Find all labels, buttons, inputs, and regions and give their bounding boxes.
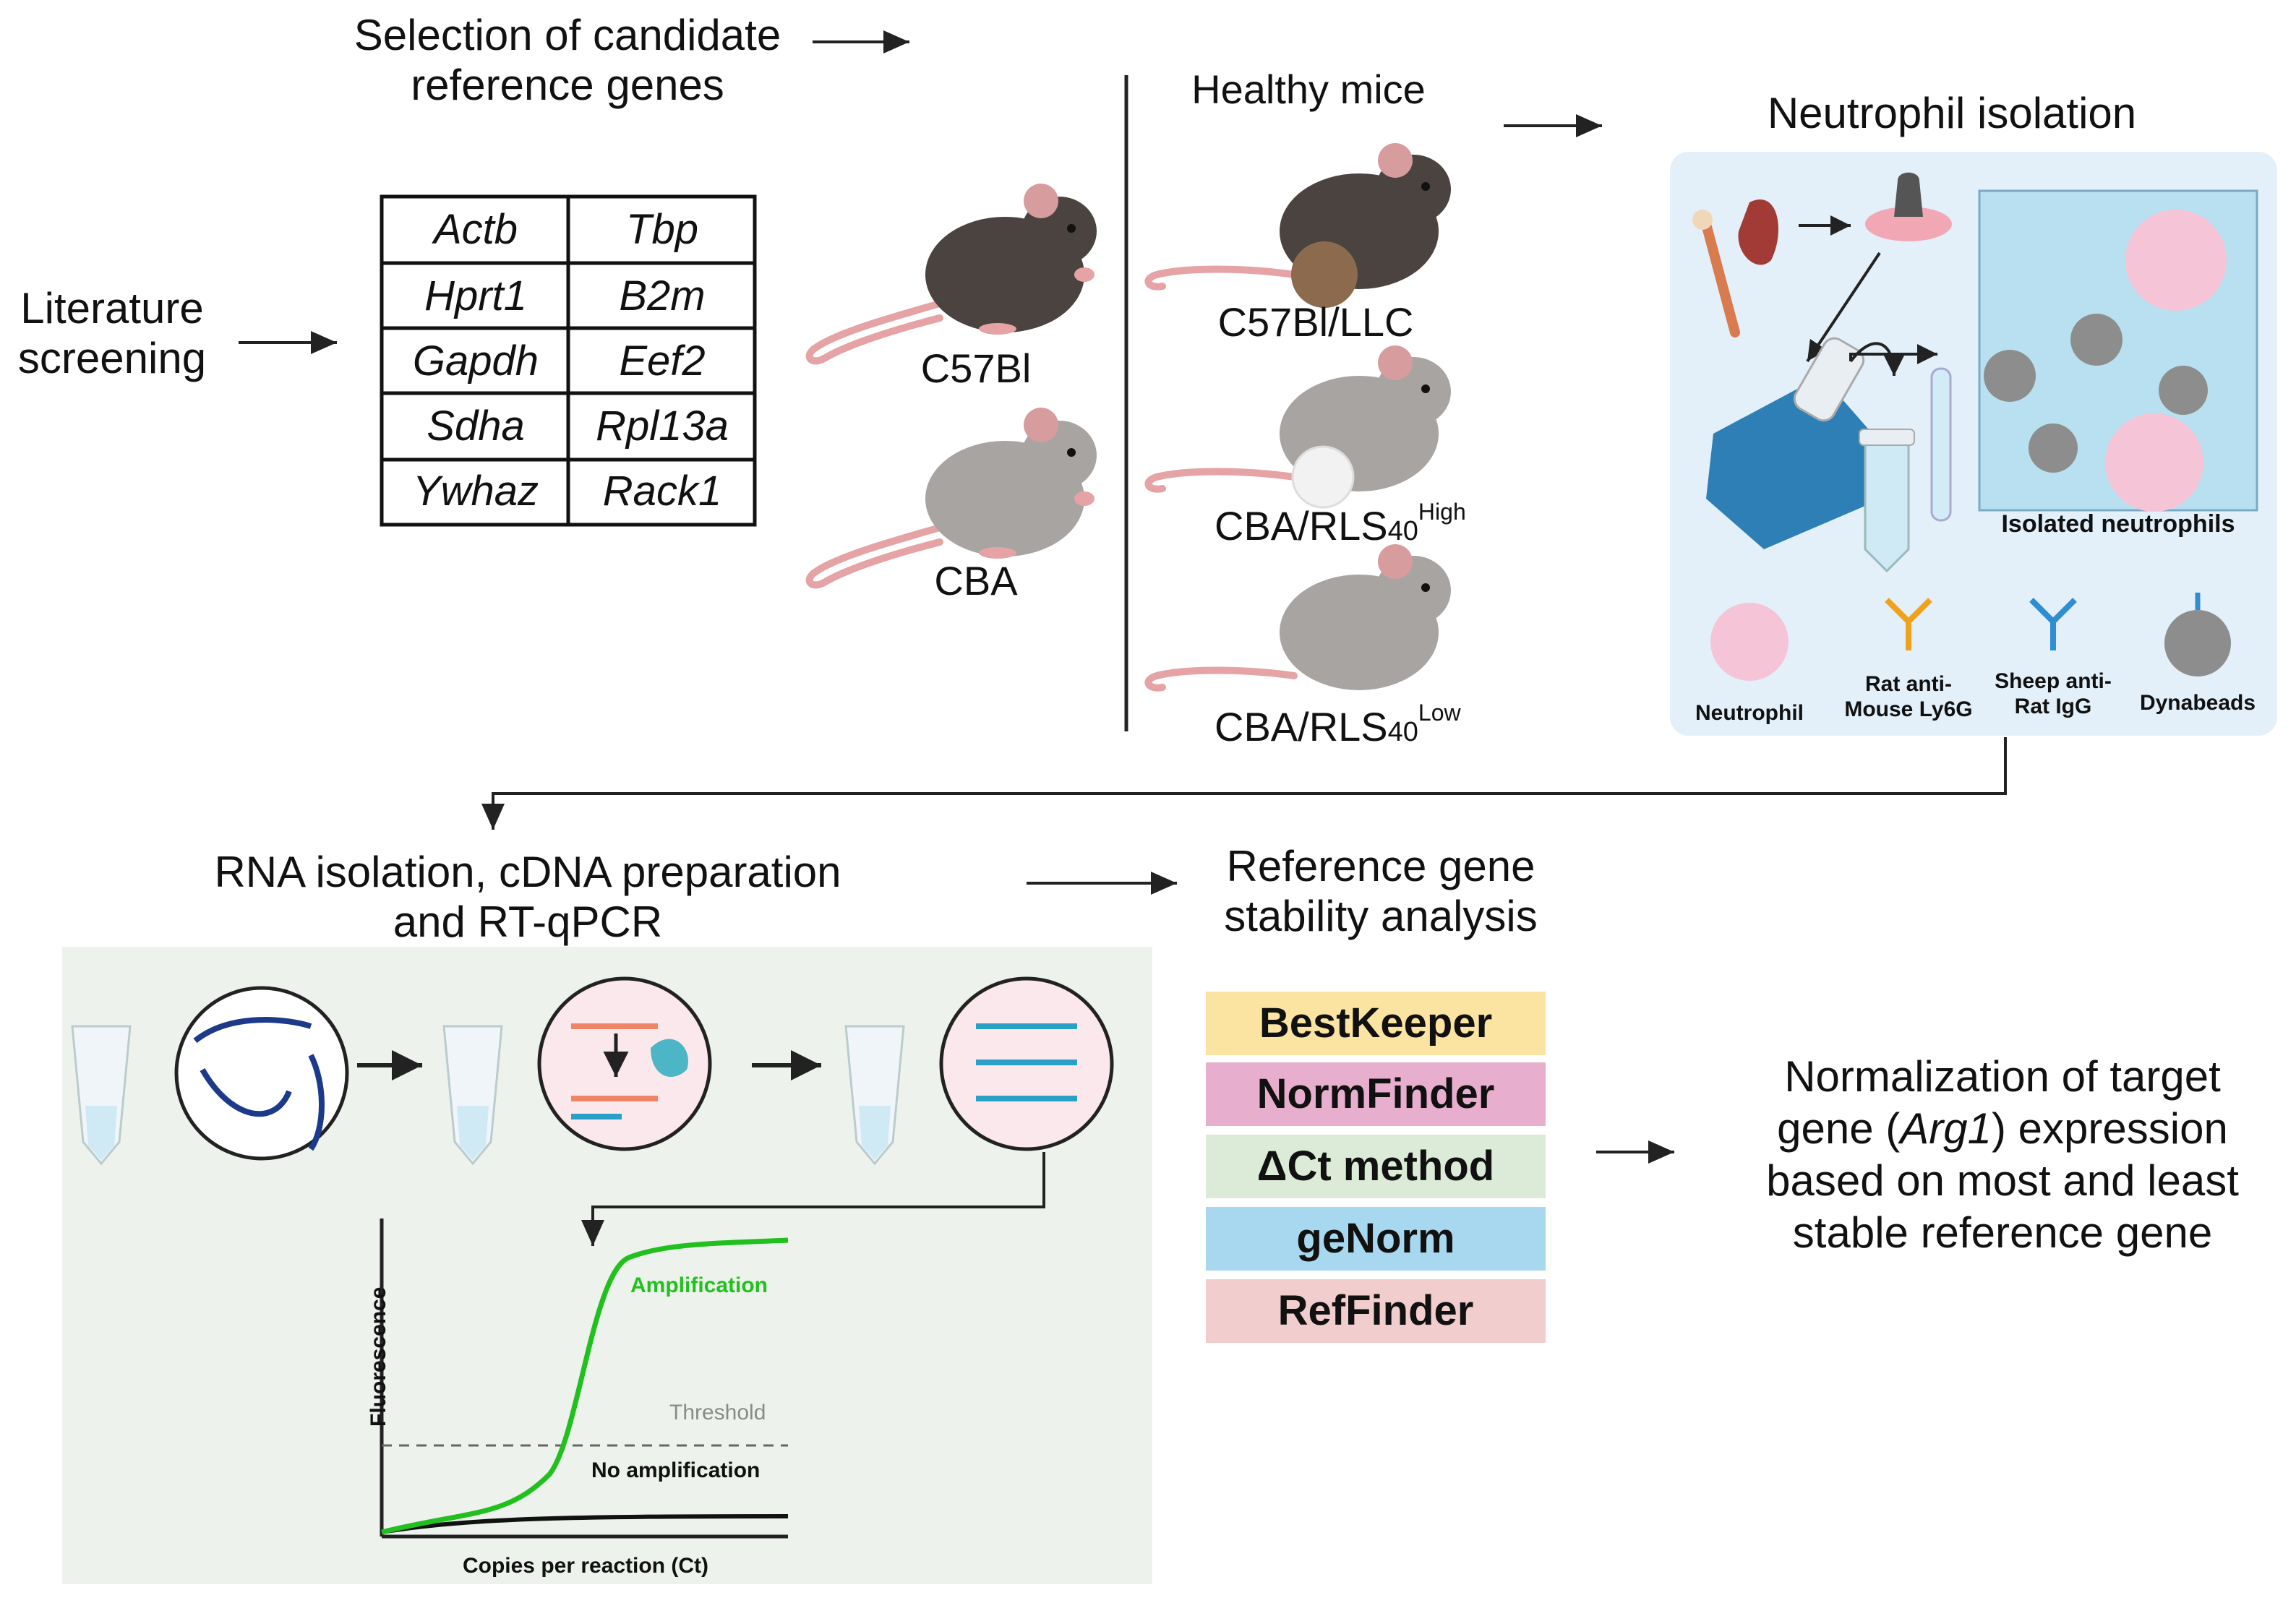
connector-arrow-rna [481, 737, 2007, 830]
tube-falcon-icon [1859, 429, 1915, 573]
normalization-text: Normalization of target gene (Arg1) expr… [1699, 1051, 2296, 1259]
normalization-line2: gene (Arg1) expression [1699, 1103, 2296, 1155]
tumor3-sub: 40 [1387, 717, 1418, 747]
tumor3-base: CBA/RLS [1215, 704, 1388, 749]
gene-cell: Rpl13a [596, 403, 729, 450]
neutrophil-legend-icon [1710, 603, 1789, 681]
stability-title-line2: stability analysis [1224, 892, 1538, 940]
gene-cell: Sdha [427, 403, 525, 450]
selection-title-line2: reference genes [411, 61, 724, 109]
literature-label: Literature screening [0, 283, 224, 383]
legend-sheep-line2: Rat IgG [2014, 694, 2092, 718]
method-reffinder: RefFinder [1206, 1279, 1546, 1343]
legend-sheep-label: Sheep anti- Rat IgG [1981, 669, 2125, 719]
gene-cell: Rack1 [602, 468, 722, 515]
stability-title: Reference gene stability analysis [1171, 841, 1590, 941]
normalization-line2-post: ) expression [1992, 1104, 2228, 1153]
gene-cell: Hprt1 [424, 272, 527, 319]
method-genorm: geNorm [1206, 1207, 1546, 1271]
tube-thin-icon [1930, 367, 1952, 522]
normalization-line4: stable reference gene [1792, 1208, 2213, 1257]
no-amplification-curve [381, 1514, 789, 1534]
legend-rat-line2: Mouse Ly6G [1844, 697, 1973, 721]
qpcr-xlabel: Copies per reaction (Ct) [462, 1554, 709, 1578]
method-bestkeeper: BestKeeper [1206, 992, 1546, 1055]
normalization-line2-pre: gene ( [1777, 1104, 1901, 1153]
amplification-label: Amplification [630, 1273, 768, 1297]
rna-tube-1-icon [71, 1025, 132, 1166]
gene-cell: Gapdh [412, 338, 539, 384]
magnet-icon [1706, 337, 1872, 549]
rna-title-line1: RNA isolation, cDNA preparation [214, 848, 841, 896]
rna-title-line2: and RT-qPCR [393, 898, 663, 946]
dynabead-legend-icon [2164, 593, 2231, 676]
stability-title-line1: Reference gene [1226, 842, 1535, 890]
normalization-line3: based on most and least [1766, 1156, 2239, 1205]
neutrophil-isolation-title: Neutrophil isolation [1767, 89, 2137, 137]
legend-rat-label: Rat anti- Mouse Ly6G [1829, 672, 1988, 722]
spleen-icon [1738, 199, 1778, 265]
legend-rat-line1: Rat anti- [1865, 672, 1952, 696]
legend-neutrophil-label: Neutrophil [1695, 701, 1804, 725]
rna-tube-3-icon [844, 1025, 905, 1166]
no-amplification-label: No amplification [591, 1458, 761, 1482]
tumor-cba-rls-high-label: CBA/RLS40High [1215, 500, 1466, 549]
legend-sheep-line1: Sheep anti- [1995, 669, 2112, 693]
amplification-curve [381, 1237, 789, 1535]
bone-icon [1692, 210, 1740, 338]
arrow-to-qpcr [581, 1152, 1045, 1246]
strain-cba-label: CBA [934, 558, 1018, 603]
method-normfinder: NormFinder [1206, 1062, 1546, 1126]
strain-c57bl-label: C57Bl [920, 345, 1032, 391]
legend-dynabeads-label: Dynabeads [2139, 691, 2256, 715]
method-delta-ct: ΔCt method [1206, 1135, 1546, 1198]
mouse-cba-rls-high-icon [1144, 345, 1451, 509]
mouse-c57bl-llc-icon [1144, 143, 1451, 308]
healthy-mice-label: Healthy mice [1191, 66, 1426, 112]
tissue-dish-icon [1865, 172, 1952, 241]
target-gene-name: Arg1 [1900, 1104, 1992, 1153]
selection-title: Selection of candidate reference genes [318, 10, 817, 110]
rna-title: RNA isolation, cDNA preparation and RT-q… [166, 847, 889, 947]
tumor3-sup: Low [1418, 700, 1461, 726]
sheep-antibody-legend-icon [2029, 598, 2077, 650]
tumor-c57bl-llc-label: C57Bl/LLC [1217, 299, 1414, 345]
gene-cell: Actb [433, 206, 518, 253]
tumor2-sup: High [1418, 499, 1466, 525]
literature-line2: screening [17, 334, 207, 382]
gene-cell: Tbp [626, 206, 698, 253]
rat-antibody-legend-icon [1885, 598, 1932, 650]
rna-strands-circle-icon [174, 986, 349, 1161]
threshold-label: Threshold [669, 1401, 766, 1424]
tumor2-sub: 40 [1387, 516, 1418, 546]
rna-tube-2-icon [442, 1025, 503, 1166]
mouse-cba-icon [805, 408, 1097, 589]
isolated-neutrophils-label: Isolated neutrophils [2001, 510, 2235, 538]
literature-line1: Literature [20, 284, 204, 332]
mouse-cba-rls-low-icon [1144, 544, 1451, 692]
qpcr-plot [380, 1219, 789, 1539]
normalization-line1: Normalization of target [1784, 1052, 2221, 1101]
tumor2-base: CBA/RLS [1215, 503, 1388, 549]
mouse-c57bl-icon [805, 184, 1097, 365]
selection-title-line1: Selection of candidate [354, 11, 781, 59]
gene-cell: Eef2 [619, 338, 706, 384]
gene-table-grid [380, 194, 757, 527]
gene-cell: B2m [619, 272, 706, 319]
qpcr-ylabel: Fluorescence [366, 1286, 390, 1427]
captured-neutrophils-icon [1984, 210, 2227, 512]
gene-cell: Ywhaz [412, 468, 539, 515]
tumor-cba-rls-low-label: CBA/RLS40Low [1215, 701, 1461, 750]
